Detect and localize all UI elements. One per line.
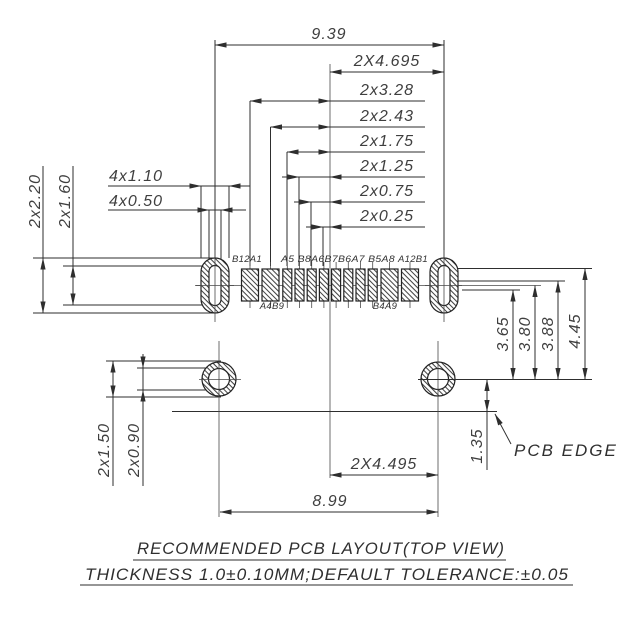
pad-b8 [294, 268, 305, 302]
pad-label-a4b9: A4B9 [259, 301, 285, 312]
pad-a5 [282, 268, 293, 302]
dim-pad-a4b9-offset: 2x2.43 [359, 108, 414, 125]
dim-half-width: 2X4.695 [353, 53, 421, 70]
pad-a7 [343, 268, 354, 302]
dim-oval-slot-height: 2x1.60 [57, 174, 74, 229]
pad-a8 [367, 268, 378, 302]
pcb-edge-leader [494, 413, 512, 445]
pad-label-b12a1: B12A1 [232, 254, 262, 265]
pad-b4a9 [380, 268, 399, 302]
note-tolerance: THICKNESS 1.0±0.10MM;DEFAULT TOLERANCE:±… [85, 565, 569, 584]
dim-hole-pad-dia: 2x1.50 [96, 423, 113, 478]
pad-b6 [331, 268, 342, 302]
dimension-lines [40, 42, 588, 515]
center-lines [196, 250, 592, 517]
pad-a4b9 [261, 268, 280, 302]
pad-b12a1 [240, 268, 260, 302]
pad-a6 [306, 268, 317, 302]
pad-label-middle-row: A5 B8A6B7B6A7 B5A8 [280, 254, 396, 265]
dim-total-width: 9.39 [311, 26, 346, 43]
pad-a12b1 [400, 268, 420, 302]
dim-row-to-hole-c: 3.88 [540, 316, 557, 351]
dim-row-to-hole-b: 3.80 [517, 316, 534, 351]
pad-b5 [355, 268, 366, 302]
dim-pin-offset-075: 2x0.75 [359, 183, 414, 200]
dim-hole-half-span: 2X4.495 [350, 456, 418, 473]
dim-pin-offset-125: 2x1.25 [359, 158, 414, 175]
mounting-holes [201, 361, 456, 397]
dim-hole-span: 8.99 [312, 493, 347, 510]
dim-pin-offset-025: 2x0.25 [359, 208, 414, 225]
dim-oval-pad-width: 4x1.10 [109, 168, 163, 185]
dim-oval-slot-width: 4x0.50 [109, 193, 163, 210]
dim-pad-b12a1-offset: 2x3.28 [359, 82, 414, 99]
dim-row-to-hole-a: 3.65 [495, 316, 512, 351]
pcb-edge-label: PCB EDGE [514, 441, 618, 460]
dim-pin-offset-175: 2x1.75 [359, 133, 414, 150]
note-title: RECOMMENDED PCB LAYOUT(TOP VIEW) [137, 539, 505, 558]
dim-hole-dia: 2x0.90 [126, 423, 143, 478]
notes: RECOMMENDED PCB LAYOUT(TOP VIEW) THICKNE… [80, 539, 573, 586]
dim-oval-pad-height: 2x2.20 [27, 174, 44, 229]
pad-designators: B12A1 A5 B8A6B7B6A7 B5A8 A12B1 A4B9 B4A9 [232, 254, 428, 312]
dimension-labels: 9.39 2X4.695 2x3.28 2x2.43 2x1.75 2x1.25… [27, 26, 618, 510]
pad-label-b4a9: B4A9 [373, 301, 398, 312]
dim-row-to-hole-d: 4.45 [567, 313, 584, 348]
pad-label-a12b1: A12B1 [397, 254, 428, 265]
pad-b7 [318, 268, 329, 302]
dim-edge-offset: 1.35 [469, 428, 486, 463]
